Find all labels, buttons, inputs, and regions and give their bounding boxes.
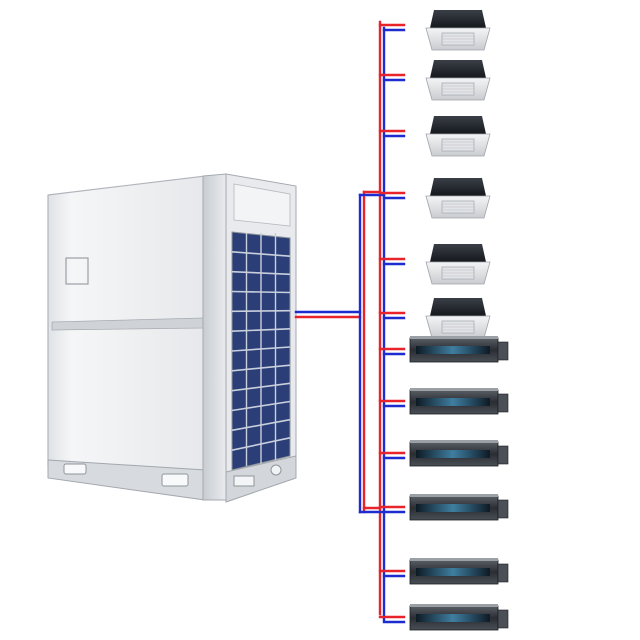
duct-top-rail bbox=[410, 440, 498, 443]
refrigerant-piping bbox=[294, 20, 406, 624]
ducted-indoor-unit bbox=[409, 388, 509, 415]
outdoor-top-plate bbox=[233, 183, 291, 227]
duct-flange bbox=[497, 393, 509, 413]
cassette-indoor-unit bbox=[425, 178, 491, 219]
outdoor-corner-post bbox=[202, 173, 227, 501]
duct-top-rail bbox=[410, 388, 498, 391]
duct-top-rail bbox=[410, 604, 498, 607]
duct-top-rail bbox=[410, 494, 498, 497]
duct-flange bbox=[497, 445, 509, 465]
cassette-body bbox=[430, 116, 486, 134]
base-slot bbox=[233, 475, 255, 487]
duct-outlet bbox=[416, 614, 490, 622]
cassette-indoor-unit bbox=[425, 298, 491, 339]
coil-grille bbox=[231, 231, 291, 471]
outdoor-unit bbox=[47, 173, 297, 503]
indoor-units bbox=[409, 10, 509, 631]
duct-flange bbox=[497, 341, 509, 361]
base-handle-right bbox=[161, 473, 189, 487]
cassette-indoor-unit bbox=[425, 116, 491, 157]
ducted-indoor-unit bbox=[409, 494, 509, 521]
duct-outlet bbox=[416, 568, 490, 576]
ducted-indoor-unit bbox=[409, 440, 509, 467]
cassette-indoor-unit bbox=[425, 10, 491, 51]
duct-top-rail bbox=[410, 336, 498, 339]
ducted-indoor-unit bbox=[409, 558, 509, 585]
duct-outlet bbox=[416, 450, 490, 458]
duct-flange bbox=[497, 499, 509, 519]
base-bolt bbox=[270, 464, 282, 476]
duct-outlet bbox=[416, 398, 490, 406]
cassette-body bbox=[430, 10, 486, 28]
access-cover bbox=[65, 257, 89, 285]
base-handle-left bbox=[63, 463, 87, 475]
duct-outlet bbox=[416, 504, 490, 512]
ducted-indoor-unit bbox=[409, 336, 509, 363]
duct-top-rail bbox=[410, 558, 498, 561]
duct-flange bbox=[497, 563, 509, 583]
coil-grille-lines bbox=[231, 233, 291, 466]
cassette-body bbox=[430, 244, 486, 262]
cassette-body bbox=[430, 298, 486, 316]
cassette-body bbox=[430, 60, 486, 78]
ducted-indoor-unit bbox=[409, 604, 509, 631]
duct-flange bbox=[497, 609, 509, 629]
duct-outlet bbox=[416, 346, 490, 354]
cassette-body bbox=[430, 178, 486, 196]
cassette-indoor-unit bbox=[425, 60, 491, 101]
cassette-indoor-unit bbox=[425, 244, 491, 285]
